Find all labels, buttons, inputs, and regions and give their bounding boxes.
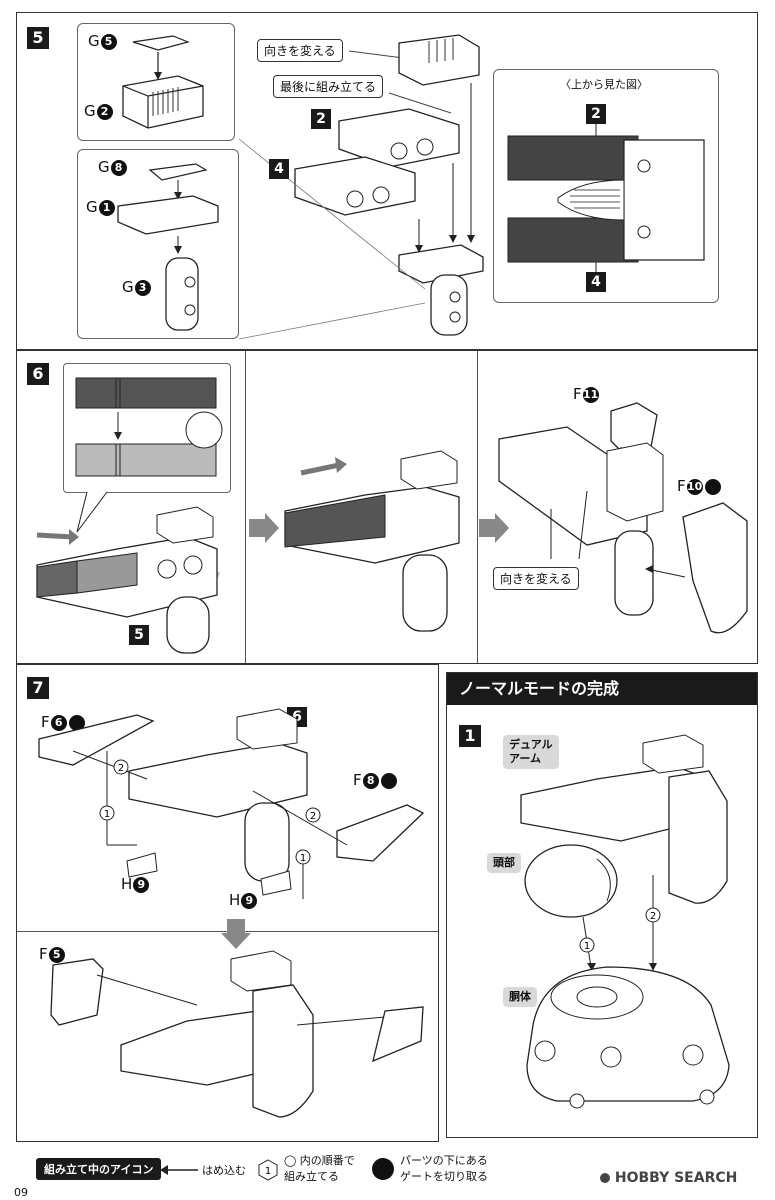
callout-turn-direction-6: 向きを変える — [493, 567, 579, 590]
step-6-left-assembly-drawing — [36, 506, 220, 654]
order-icon-number: 1 — [265, 1166, 271, 1177]
g1-g3-g8-drawing — [117, 163, 219, 331]
step-5-number: 5 — [27, 27, 49, 49]
watermark: HOBBY SEARCH — [600, 1170, 737, 1186]
step-7-number: 7 — [27, 677, 49, 699]
top-view-drawing — [507, 124, 705, 272]
step-6-panel: 6 5 — [16, 350, 758, 664]
callout-turn-direction: 向きを変える — [257, 39, 343, 62]
step-7-top-assembly-drawing: 2 1 2 1 — [38, 708, 425, 899]
normal-mode-title: ノーマルモードの完成 — [447, 673, 757, 705]
transition-arrow-2 — [479, 513, 509, 543]
callout-assemble-last: 最後に組み立てる — [273, 75, 384, 98]
order-marker-2b: 2 — [310, 811, 316, 822]
normal-mode-drawing: 1 2 — [520, 734, 730, 1109]
detail-bubble — [63, 363, 231, 493]
badge-part-2: 2 — [311, 109, 331, 129]
gate-cut-icon-f6 — [68, 714, 85, 731]
part-label-f10: F10 — [677, 477, 721, 495]
insert-arrow-icon — [160, 1165, 198, 1175]
step-5-main-assembly-drawing — [238, 34, 484, 340]
normal-step-number: 1 — [459, 725, 481, 747]
top-view-badge-4: 4 — [586, 272, 606, 292]
order-icon: 1 — [258, 1159, 278, 1181]
g2-g5-drawing — [122, 35, 204, 129]
badge-part-4: 4 — [269, 159, 289, 179]
legend-order-text-1: ◯ 内の順番で — [284, 1154, 355, 1167]
order-marker-1a: 1 — [104, 809, 110, 820]
step-6-divider-1 — [245, 351, 246, 663]
top-view-title: 〈上から見た図〉 — [560, 78, 648, 91]
normal-order-marker-2: 2 — [650, 911, 656, 922]
step-7-panel: 7 6 F6 F8 H9 H9 2 1 2 1 F5 F7 — [16, 664, 439, 1142]
step-6-middle-assembly-drawing — [284, 450, 460, 632]
top-view-box: 〈上から見た図〉 2 4 — [493, 69, 719, 303]
top-view-badge-2: 2 — [586, 104, 606, 124]
page-number: 09 — [14, 1186, 28, 1199]
legend-title: 組み立て中のアイコン — [36, 1158, 162, 1180]
normal-order-marker-1: 1 — [584, 941, 590, 952]
order-marker-1b: 1 — [300, 853, 306, 864]
icon-legend: 組み立て中のアイコン はめ込む 1 ◯ 内の順番で 組み立てる パーツの下にある… — [16, 1148, 758, 1190]
gate-cut-icon-f8 — [380, 772, 397, 789]
watermark-logo-icon — [600, 1173, 610, 1183]
gate-cut-icon — [704, 478, 721, 495]
tag-body: 胴体 — [503, 987, 537, 1007]
transition-arrow-1 — [249, 513, 279, 543]
legend-gate-text-2: ゲートを切り取る — [400, 1170, 488, 1183]
gate-cut-legend-icon — [372, 1158, 394, 1180]
legend-gate-text-1: パーツの下にある — [400, 1154, 488, 1167]
legend-insert-text: はめ込む — [202, 1164, 246, 1177]
order-marker-2a: 2 — [118, 763, 124, 774]
step-6-right-assembly-drawing — [498, 402, 748, 634]
legend-order-text-2: 組み立てる — [284, 1170, 339, 1183]
step-6-divider-2 — [477, 351, 478, 663]
badge-part-5: 5 — [129, 625, 149, 645]
bubble-tail — [76, 491, 108, 533]
step-7-down-arrow — [221, 919, 251, 949]
tag-head: 頭部 — [487, 853, 521, 873]
tag-dual-arm: デュアル アーム — [503, 735, 559, 769]
detail-bubble-drawing — [75, 377, 223, 477]
normal-mode-panel: ノーマルモードの完成 1 デュアル アーム 頭部 胴体 1 2 — [446, 672, 758, 1138]
step-7-bottom-assembly-drawing — [50, 950, 424, 1118]
part-label-f11: F11 — [573, 385, 599, 403]
step-6-number: 6 — [27, 363, 49, 385]
